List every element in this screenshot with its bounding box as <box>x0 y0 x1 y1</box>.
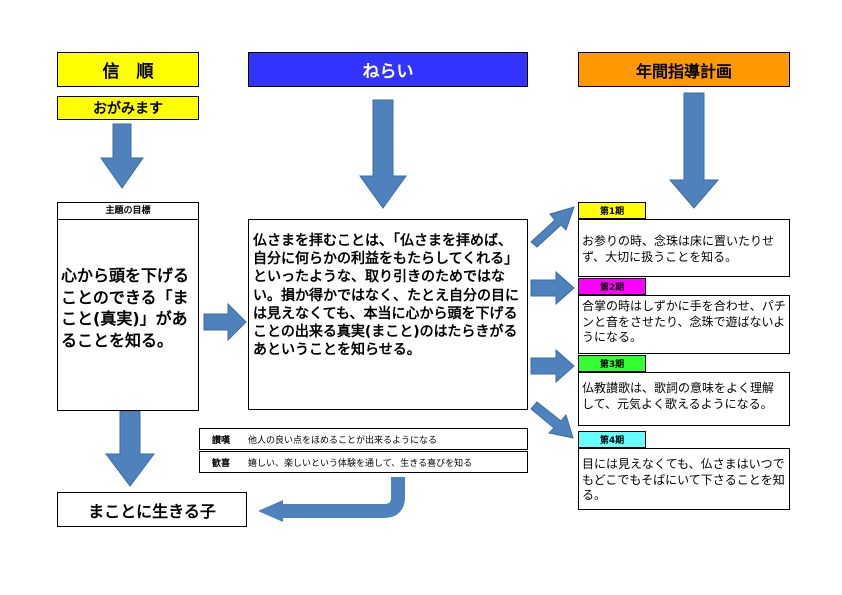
result-box: まことに生きる子 <box>57 492 247 527</box>
arrow-right-theme <box>203 302 247 342</box>
arrow-down-nenkan <box>668 92 720 209</box>
virtue-text-1: 他人の良い点をほめることが出来るようになる <box>248 435 438 446</box>
period-3-tag: 第3期 <box>578 355 646 372</box>
period-1-tag: 第1期 <box>578 202 646 219</box>
arrow-to-period4 <box>530 401 574 439</box>
theme-title: 主題の目標 <box>58 203 198 220</box>
header-nerai: ねらい <box>248 52 528 87</box>
arrow-down-result <box>105 410 155 487</box>
virtue-key-1: 讃嘆 <box>211 435 230 446</box>
virtue-row-2: 歓喜 嬉しい、楽しいという体験を通して、生きる喜びを知る <box>199 451 528 473</box>
arrow-to-period3 <box>530 348 575 384</box>
arrow-down-nerai <box>359 99 407 209</box>
theme-box: 主題の目標 心から頭を下げることのできる「まこと(真実)」があることを知る。 <box>57 202 199 411</box>
period-4-tag: 第4期 <box>578 431 646 448</box>
period-2-tag: 第2期 <box>578 278 646 295</box>
header-nenkan-label: 年間指導計画 <box>635 61 732 81</box>
arrow-virtues-to-result <box>283 477 405 518</box>
header-shinjun: 信 順 <box>57 52 199 87</box>
nerai-body-text: 仏さまを拝むことは、「仏さまを拝めば、自分に何らかの利益をもたらしてくれる」とい… <box>253 233 519 359</box>
virtue-key-2: 歓喜 <box>211 458 230 469</box>
arrow-to-period2 <box>530 270 575 306</box>
period-2-desc: 合掌の時はしずかに手を合わせ、パチンと音をさせたり、念珠で遊ばないようになる。 <box>578 295 790 354</box>
header-nenkan: 年間指導計画 <box>578 52 790 87</box>
result-label: まことに生きる子 <box>88 501 216 521</box>
theme-body: 心から頭を下げることのできる「まこと(真実)」があることを知る。 <box>61 266 190 350</box>
period-3-desc: 仏教讃歌は、歌詞の意味をよく理解して、元気よく歌えるようになる。 <box>578 372 790 426</box>
shinjun-sub-label: おがみます <box>93 101 163 117</box>
nerai-body-box: 仏さまを拝むことは、「仏さまを拝めば、自分に何らかの利益をもたらしてくれる」とい… <box>248 219 528 410</box>
header-nerai-label: ねらい <box>362 62 414 82</box>
period-4-desc: 目には見えなくても、仏さまはいつでもどこでもそばにいて下さることを知る。 <box>578 448 790 510</box>
virtue-row-1: 讃嘆 他人の良い点をほめることが出来るようになる <box>199 428 528 450</box>
arrow-down-shinjun <box>100 123 144 189</box>
arrow-to-period1 <box>530 206 575 248</box>
period-1-desc: お参りの時、念珠は床に置いたりせず、大切に扱うことを知る。 <box>578 219 790 277</box>
virtue-text-2: 嬉しい、楽しいという体験を通して、生きる喜びを知る <box>248 458 473 469</box>
shinjun-sub-box: おがみます <box>57 96 199 120</box>
header-shinjun-label: 信 順 <box>102 62 154 82</box>
